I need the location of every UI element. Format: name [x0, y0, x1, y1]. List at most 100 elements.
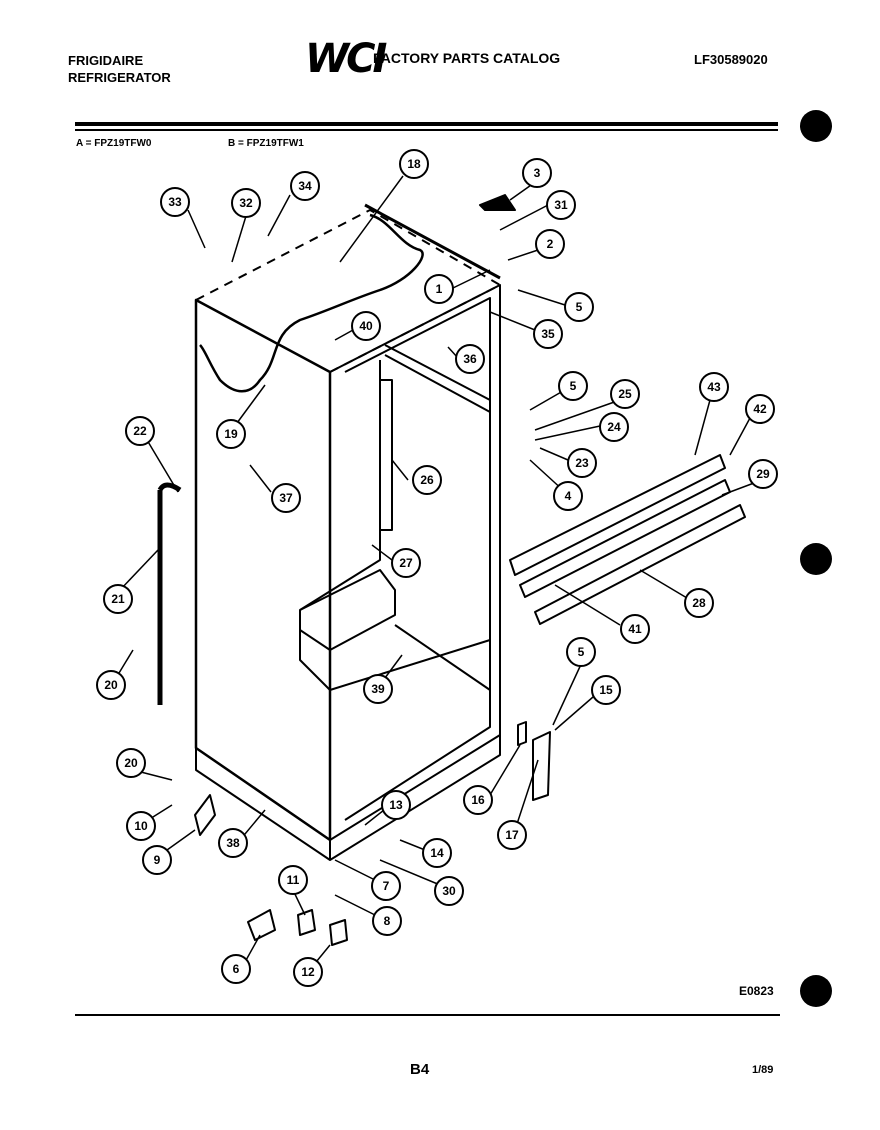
binder-hole-top	[800, 110, 832, 142]
callout-25	[610, 379, 640, 409]
cabinet-front-inner	[344, 297, 491, 821]
part-6	[247, 909, 276, 941]
callout-40	[351, 311, 381, 341]
callout-label-36: 36	[463, 352, 477, 366]
door-stop-rod	[157, 482, 182, 705]
cabinet-top-face	[195, 209, 501, 373]
callout-label-17: 17	[505, 828, 519, 842]
brand-line-2: REFRIGERATOR	[68, 70, 171, 85]
callout-36	[455, 344, 485, 374]
callout-label-14: 14	[430, 846, 444, 860]
callout-label-23: 23	[575, 456, 589, 470]
variant-a-label: A = FPZ19TFW0	[76, 138, 152, 149]
callout-label-13: 13	[389, 798, 403, 812]
callout-14	[422, 838, 452, 868]
callout-29	[748, 459, 778, 489]
page-number: B4	[410, 1061, 430, 1078]
callout-label-19: 19	[224, 427, 238, 441]
callout-label-34: 34	[298, 179, 312, 193]
callout-22	[125, 416, 155, 446]
callout-label-32: 32	[239, 196, 253, 210]
callout-label-43: 43	[707, 380, 721, 394]
callout-label-1: 1	[436, 282, 443, 296]
callout-label-3: 3	[534, 166, 541, 180]
cabinet-top-edge	[364, 203, 501, 280]
callout-label-11: 11	[287, 873, 300, 887]
callout-17	[497, 820, 527, 850]
callout-7	[371, 871, 401, 901]
callout-label-31: 31	[554, 198, 568, 212]
part-12	[329, 919, 348, 946]
callout-6	[221, 954, 251, 984]
callout-27	[391, 548, 421, 578]
part-16	[517, 721, 527, 746]
callout-label-37: 37	[279, 491, 293, 505]
cabinet-front-frame	[329, 284, 501, 841]
doc-number: LF30589020	[694, 52, 768, 67]
callout-16	[463, 785, 493, 815]
callout-13	[381, 790, 411, 820]
page-date: 1/89	[752, 1064, 774, 1076]
callout-35	[533, 319, 563, 349]
callout-label-25: 25	[618, 387, 632, 401]
callout-26	[412, 465, 442, 495]
callout-label-16: 16	[471, 793, 485, 807]
variant-b-label: B = FPZ19TFW1	[228, 138, 304, 149]
callout-42	[745, 394, 775, 424]
callout-label-22: 22	[133, 424, 147, 438]
callout-label-15: 15	[599, 683, 613, 697]
callout-label-10: 10	[134, 819, 148, 833]
callout-20a	[96, 670, 126, 700]
callout-label-29: 29	[756, 467, 770, 481]
callout-label-28: 28	[692, 596, 706, 610]
callout-label-12: 12	[301, 965, 315, 979]
callout-15	[591, 675, 621, 705]
callout-label-41: 41	[628, 622, 642, 636]
cabinet-base	[195, 735, 501, 861]
cabinet-inner-floor	[329, 624, 491, 835]
wci-logo: WCI	[305, 36, 387, 82]
callout-label-9: 9	[154, 853, 161, 867]
callout-1	[424, 274, 454, 304]
callout-4	[553, 481, 583, 511]
callout-12	[293, 957, 323, 987]
part-26-bracket	[379, 379, 393, 531]
callout-19	[216, 419, 246, 449]
rail-43	[509, 454, 726, 576]
callout-34	[290, 171, 320, 201]
callout-8	[372, 906, 402, 936]
cabinet-divider	[384, 344, 491, 413]
callout-23	[567, 448, 597, 478]
callout-label-26: 26	[420, 473, 434, 487]
callout-38	[218, 828, 248, 858]
brand-line-1: FRIGIDAIRE	[68, 53, 144, 68]
footer-rule	[75, 1014, 780, 1016]
callout-label-20a: 20	[104, 678, 118, 692]
callout-20b	[116, 748, 146, 778]
callout-33	[160, 187, 190, 217]
catalog-title: FACTORY PARTS CATALOG	[373, 50, 561, 66]
callout-11	[278, 865, 308, 895]
callout-9	[142, 845, 172, 875]
callout-3	[522, 158, 552, 188]
cabinet-inner-back	[299, 360, 491, 691]
brand-name: FRIGIDAIRE REFRIGERATOR	[68, 52, 171, 86]
callout-label-27: 27	[399, 556, 413, 570]
header-rule-thin	[75, 129, 778, 131]
callout-label-21: 21	[111, 592, 125, 606]
rail-28	[534, 504, 746, 625]
callout-label-20b: 20	[124, 756, 138, 770]
callout-label-35: 35	[541, 327, 555, 341]
callout-label-30: 30	[442, 884, 456, 898]
callout-24	[599, 412, 629, 442]
callout-37	[271, 483, 301, 513]
callout-21	[103, 584, 133, 614]
part-9	[194, 794, 216, 836]
callout-label-24: 24	[607, 420, 621, 434]
callout-label-18: 18	[407, 157, 421, 171]
callout-32	[231, 188, 261, 218]
header-rule-thick	[75, 122, 778, 126]
callout-39	[363, 674, 393, 704]
diagram-code: E0823	[739, 984, 774, 998]
